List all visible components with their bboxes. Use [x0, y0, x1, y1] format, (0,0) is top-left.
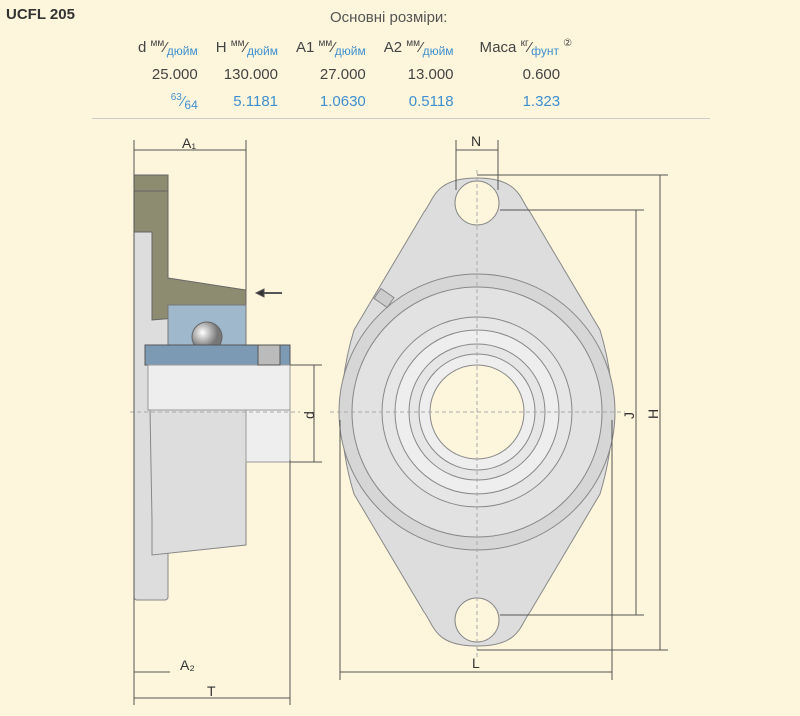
inch-row: 63⁄64 5.1181 1.0630 0.5118 1.323 [120, 88, 572, 115]
dimensions-caption: Основні розміри: [330, 9, 448, 26]
dimension-lines [133, 140, 668, 705]
col-d-header: d мм⁄дюйм [138, 37, 198, 58]
h-mm: 130.000 [223, 66, 278, 83]
a1-inch: 1.0630 [319, 93, 366, 110]
front-view [330, 170, 625, 660]
label-d: d [301, 411, 317, 419]
label-t: T [207, 683, 216, 699]
a2-mm: 13.000 [407, 66, 454, 83]
product-title: UCFL 205 [6, 6, 75, 23]
h-inch: 5.1181 [233, 93, 278, 110]
label-a1: A₁ [182, 135, 196, 151]
col-mass-header: Маса кг⁄фунт ② [479, 37, 573, 58]
col-a2-header: A2 мм⁄дюйм [383, 37, 454, 58]
col-a1-header: A1 мм⁄дюйм [296, 37, 366, 58]
side-view [130, 174, 300, 601]
label-n: N [471, 133, 481, 149]
mm-row: 25.000 130.000 27.000 13.000 0.600 [120, 61, 572, 88]
a2-inch: 0.5118 [408, 93, 454, 110]
d-inch: 63⁄64 [170, 91, 198, 112]
d-mm: 25.000 [151, 66, 198, 83]
a1-mm: 27.000 [319, 66, 366, 83]
label-h: H [645, 409, 661, 419]
header-row: d мм⁄дюйм H мм⁄дюйм A1 мм⁄дюйм A2 мм⁄дюй… [120, 34, 572, 61]
note-marker[interactable]: ② [563, 37, 573, 49]
dimensions-table: d мм⁄дюйм H мм⁄дюйм A1 мм⁄дюйм A2 мм⁄дюй… [120, 34, 572, 115]
col-h-header: H мм⁄дюйм [215, 37, 278, 58]
mass-kg: 0.600 [522, 66, 561, 83]
divider [92, 118, 710, 119]
mass-lb: 1.323 [522, 93, 561, 110]
label-a2: A₂ [180, 657, 195, 673]
label-l: L [472, 655, 480, 671]
label-j: J [621, 412, 637, 419]
